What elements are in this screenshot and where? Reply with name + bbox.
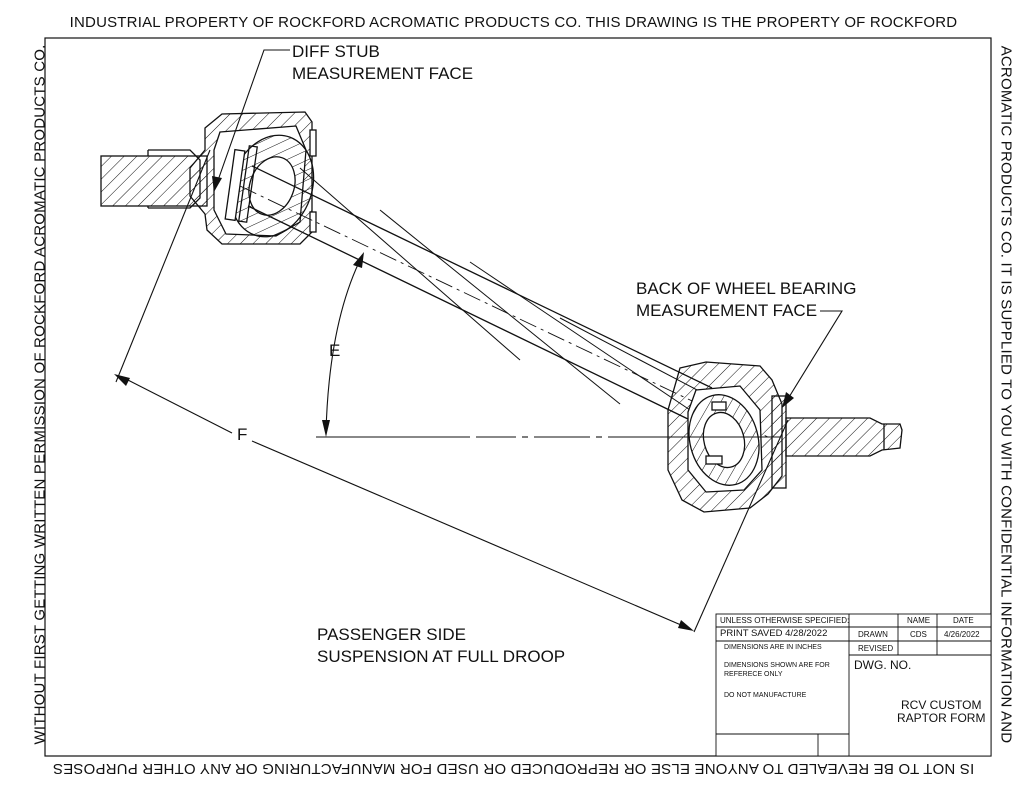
tb-drawn-name: CDS: [910, 630, 927, 639]
dimension-f: [115, 149, 789, 633]
tb-dims-reference-line2: REFERECE ONLY: [724, 671, 783, 678]
callout-wheel-bearing-line1: BACK OF WHEEL BEARING: [636, 279, 857, 298]
tb-dims-reference-line1: DIMENSIONS SHOWN ARE FOR: [724, 662, 830, 669]
border-legend-right: ACROMATIC PRODUCTS CO. IT IS SUPPLIED TO…: [997, 45, 1015, 744]
angle-e-arc: [325, 255, 363, 433]
wheel-bearing-flange: [771, 395, 787, 489]
border-legend-top: INDUSTRIAL PROPERTY OF ROCKFORD ACROMATI…: [69, 14, 958, 31]
tb-drawn-date: 4/26/2022: [944, 630, 980, 639]
angle-e-arrow-bottom: [322, 420, 330, 437]
border-legend-bottom: IS NOT TO BE REVEALED TO ANYONE ELSE OR …: [52, 760, 975, 777]
callout-diff-stub-line1: DIFF STUB: [292, 42, 380, 61]
angle-e-label: E: [329, 341, 341, 360]
dim-f-arrow-right: [678, 620, 694, 631]
border-legend-left: WITHOUT FIRST GETTING WRITTEN PERMISSION…: [31, 44, 49, 745]
extension-line-wheel: [693, 419, 789, 633]
wheel-stub-shaft: [785, 417, 903, 457]
tb-do-not-manufacture: DO NOT MANUFACTURE: [724, 692, 807, 699]
callout-wheel-bearing-line2: MEASUREMENT FACE: [636, 301, 818, 320]
leader-wheel-bearing: [785, 310, 843, 403]
angle-e-arrow-top: [353, 252, 364, 268]
axle-shaft: [239, 165, 771, 439]
note-full-droop: SUSPENSION AT FULL DROOP: [317, 647, 566, 666]
tb-unless-specified: UNLESS OTHERWISE SPECIFIED:: [720, 616, 850, 625]
tb-dwg-no-label: DWG. NO.: [854, 658, 912, 672]
tb-title-line1: RCV CUSTOM: [901, 698, 982, 712]
dimension-line-f-2: [251, 440, 689, 629]
tb-name-header: NAME: [907, 616, 931, 625]
wheel-hub-assembly: [667, 361, 903, 513]
dimension-line-f-1: [121, 376, 233, 434]
tb-date-header: DATE: [953, 616, 974, 625]
leader-diff-stub: [215, 49, 290, 187]
tb-title-line2: RAPTOR FORM: [897, 711, 986, 725]
note-passenger-side: PASSENGER SIDE: [317, 625, 466, 644]
title-block: [715, 613, 992, 757]
dim-f-arrow-left: [114, 374, 130, 386]
diff-stub-shaft: [100, 155, 208, 207]
extension-line-diff: [115, 149, 211, 383]
tb-dims-inches: DIMENSIONS ARE IN INCHES: [724, 644, 822, 651]
drawing-frame: [44, 37, 992, 757]
tb-drawn-label: DRAWN: [858, 630, 888, 639]
tb-print-saved: PRINT SAVED 4/28/2022: [720, 628, 828, 639]
diff-stub-assembly: [100, 111, 317, 245]
distance-f-label: F: [237, 425, 248, 444]
tb-revised-label: REVISED: [858, 644, 894, 653]
callout-diff-stub-line2: MEASUREMENT FACE: [292, 64, 474, 83]
